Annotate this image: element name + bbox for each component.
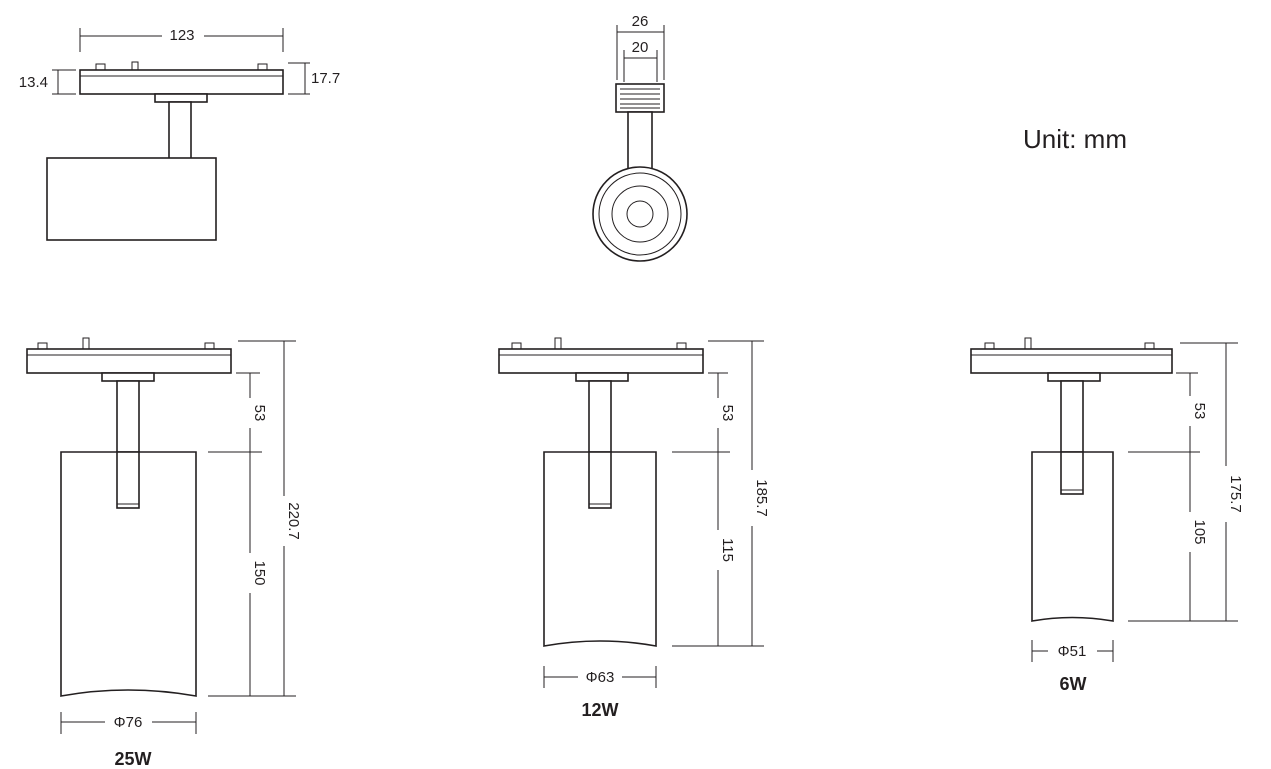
model-12w: 53 115 185.7 Φ63 12W bbox=[498, 337, 770, 720]
dim-diameter: Φ63 bbox=[586, 669, 615, 686]
stem bbox=[168, 101, 192, 161]
dim-stem: 53 bbox=[719, 405, 736, 422]
dim-body: 115 bbox=[719, 538, 736, 562]
unit-label: Unit: mm bbox=[1023, 124, 1127, 154]
front-stem bbox=[627, 111, 653, 173]
model-label: 25W bbox=[114, 749, 151, 769]
adapter-body bbox=[79, 69, 284, 95]
dim-inner-width: 20 bbox=[632, 39, 649, 56]
lamp-body bbox=[46, 157, 217, 241]
model-25w: 53 150 220.7 Φ76 25W bbox=[26, 337, 302, 769]
dim-width: 123 bbox=[169, 27, 194, 44]
model-label: 6W bbox=[1060, 674, 1087, 694]
front-view: 26 20 bbox=[592, 13, 688, 262]
model-6w: 53 105 175.7 Φ51 6W bbox=[970, 337, 1244, 694]
dim-diameter: Φ76 bbox=[114, 714, 143, 731]
dim-stem: 53 bbox=[251, 405, 268, 422]
model-label: 12W bbox=[581, 700, 618, 720]
dim-body: 105 bbox=[1191, 519, 1208, 544]
lamp-face-outer bbox=[592, 166, 688, 262]
dim-body: 150 bbox=[251, 560, 268, 585]
lamp-body bbox=[1031, 451, 1114, 622]
lamp-body bbox=[60, 451, 197, 697]
dim-right-height: 17.7 bbox=[311, 70, 340, 87]
dim-total: 175.7 bbox=[1227, 475, 1244, 513]
side-view: 123 13.4 17.7 bbox=[19, 27, 340, 241]
dim-outer-width: 26 bbox=[632, 13, 649, 30]
dim-stem: 53 bbox=[1191, 403, 1208, 420]
dim-diameter: Φ51 bbox=[1058, 643, 1087, 660]
dim-left-height: 13.4 bbox=[19, 74, 48, 91]
dim-total: 220.7 bbox=[285, 502, 302, 540]
lamp-body bbox=[543, 451, 657, 647]
dim-total: 185.7 bbox=[753, 479, 770, 517]
